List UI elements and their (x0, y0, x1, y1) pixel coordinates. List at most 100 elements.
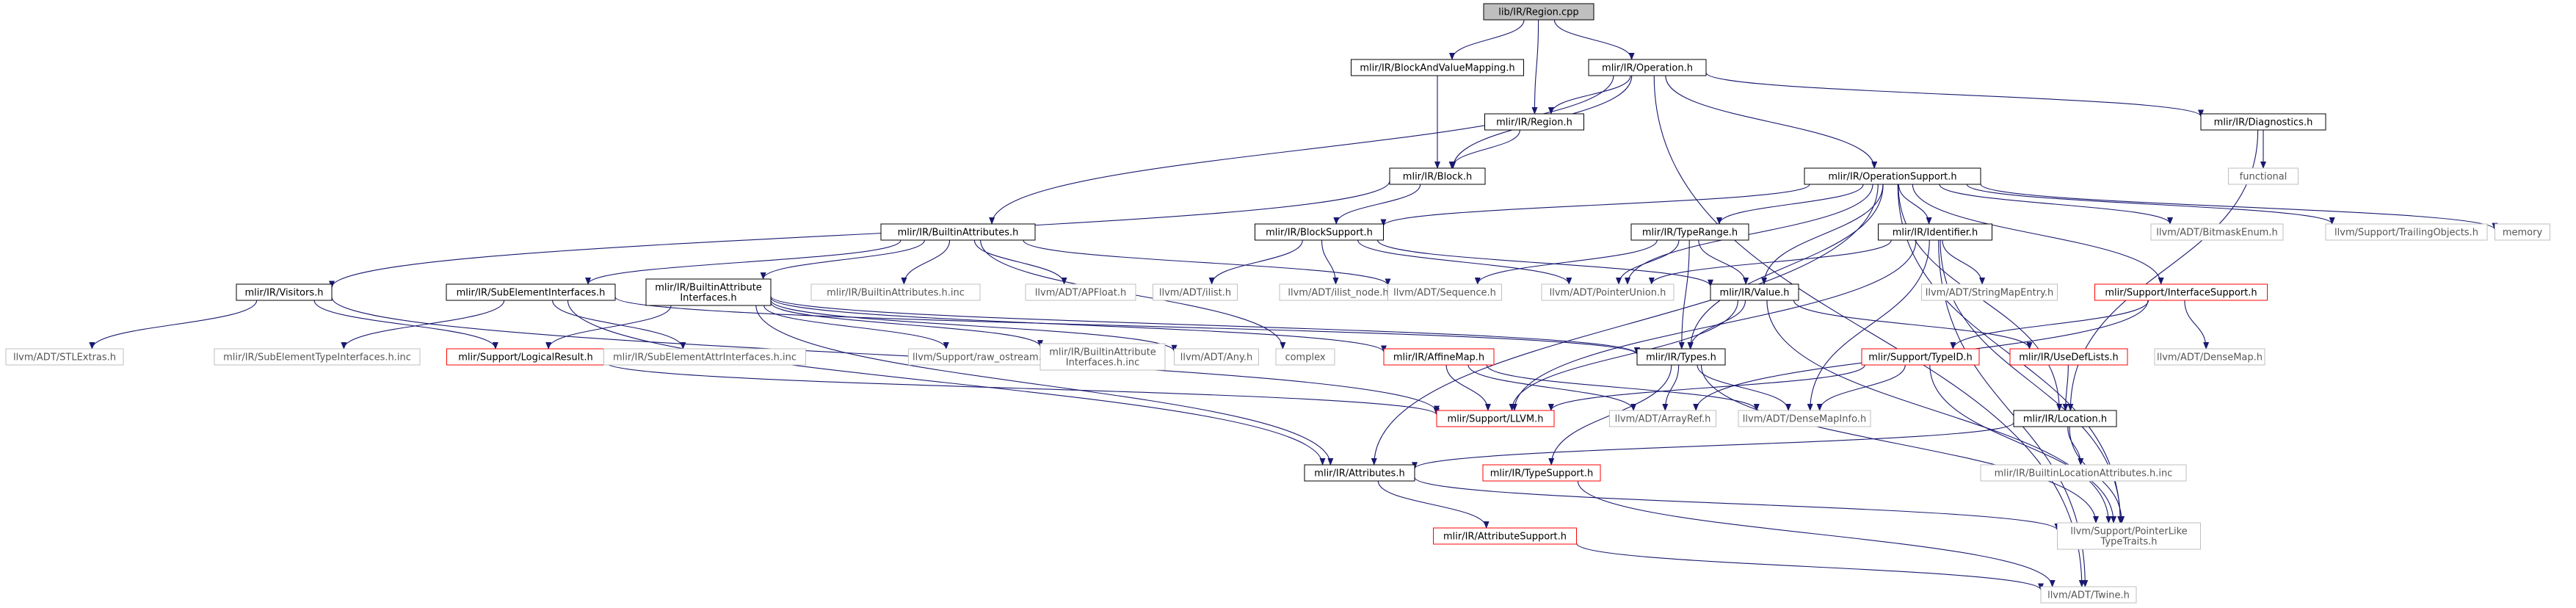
node-builtinattr[interactable]: mlir/IR/BuiltinAttributes.h (880, 223, 1036, 241)
node-region_h[interactable]: mlir/IR/Region.h (1484, 113, 1584, 131)
node-affinemap[interactable]: mlir/IR/AffineMap.h (1383, 348, 1495, 366)
node-label-line: mlir/IR/TypeSupport.h (1490, 468, 1593, 479)
node-operation[interactable]: mlir/IR/Operation.h (1588, 59, 1707, 76)
edge-builtinattr-to-sequence (1023, 239, 1391, 286)
node-trailingobj[interactable]: llvm/Support/TrailingObjects.h (2325, 223, 2488, 241)
node-ilistnode[interactable]: llvm/ADT/ilist_node.h (1279, 283, 1398, 301)
node-label: llvm/Support/TrailingObjects.h (2334, 228, 2478, 239)
node-region_cpp[interactable]: lib/IR/Region.cpp (1483, 3, 1594, 21)
edge-visitors-to-stlextras (89, 300, 258, 350)
node-builtinlocinc[interactable]: mlir/IR/BuiltinLocationAttributes.h.inc (1980, 464, 2187, 482)
node-apfloat[interactable]: llvm/ADT/APFloat.h (1025, 283, 1136, 301)
edge-blocksupport-to-pointerunion (1357, 239, 1572, 285)
edge-location-to-builtinlocinc (2067, 426, 2084, 466)
node-box (2013, 410, 2117, 427)
node-diagnostics[interactable]: mlir/IR/Diagnostics.h (2200, 113, 2326, 131)
node-bavm[interactable]: mlir/IR/BlockAndValueMapping.h (1351, 59, 1524, 76)
node-label-line: llvm/ADT/Twine.h (2047, 590, 2130, 601)
node-label: llvm/ADT/ilist.h (1159, 288, 1231, 299)
node-label-line: mlir/IR/BlockSupport.h (1266, 228, 1373, 239)
edge-operation-to-twine (1653, 75, 2085, 587)
node-subelemtype[interactable]: mlir/IR/SubElementTypeInterfaces.h.inc (214, 348, 421, 366)
node-typerange[interactable]: mlir/IR/TypeRange.h (1630, 223, 1749, 241)
node-box (1482, 464, 1601, 482)
node-attributes[interactable]: mlir/IR/Attributes.h (1304, 464, 1415, 482)
node-stlextras[interactable]: llvm/ADT/STLExtras.h (5, 348, 124, 366)
edge-subelem-to-subelemtype (341, 300, 505, 350)
edge-typeid-to-llvm_h (1548, 364, 1865, 411)
node-value[interactable]: mlir/IR/Value.h (1710, 283, 1799, 301)
node-location[interactable]: mlir/IR/Location.h (2013, 410, 2117, 427)
node-label-line: llvm/ADT/StringMapEntry.h (1926, 288, 2054, 299)
node-label-line: mlir/IR/SubElementAttrInterfaces.h.inc (613, 352, 797, 363)
edge-typerange-to-value (1698, 239, 1749, 285)
node-ilist[interactable]: llvm/ADT/ilist.h (1153, 283, 1238, 301)
node-opsupport[interactable]: mlir/IR/OperationSupport.h (1804, 167, 1981, 185)
node-subelemattr[interactable]: mlir/IR/SubElementAttrInterfaces.h.inc (603, 348, 806, 366)
node-types[interactable]: mlir/IR/Types.h (1636, 348, 1726, 366)
edge-value-to-llvm_h (1509, 300, 1738, 411)
node-typeid[interactable]: mlir/Support/TypeID.h (1861, 348, 1980, 366)
node-label-line: mlir/IR/UseDefLists.h (2019, 352, 2119, 363)
node-label-line: TypeTraits.h (2100, 537, 2157, 548)
node-label-line: llvm/ADT/BitmaskEnum.h (2156, 228, 2277, 239)
node-label: llvm/ADT/BitmaskEnum.h (2156, 228, 2277, 239)
node-box (1483, 3, 1594, 21)
node-usedeflists[interactable]: mlir/IR/UseDefLists.h (2009, 348, 2128, 366)
node-densemap[interactable]: llvm/ADT/DenseMap.h (2154, 348, 2265, 366)
node-any[interactable]: llvm/ADT/Any.h (1174, 348, 1259, 366)
node-box (1738, 410, 1871, 427)
edge-blocksupport-to-value (1377, 239, 1713, 287)
node-arrayref[interactable]: llvm/ADT/ArrayRef.h (1609, 410, 1716, 427)
node-stringmapentry[interactable]: llvm/ADT/StringMapEntry.h (1921, 283, 2058, 301)
edge-identifier-to-pointerunion (1648, 239, 1892, 285)
node-attrsupport[interactable]: mlir/IR/AttributeSupport.h (1433, 527, 1577, 545)
node-label-line: Interfaces.h.inc (1066, 358, 1139, 369)
edge-opsupport-to-value (1761, 184, 1884, 285)
node-box (446, 283, 616, 301)
node-pointerunion[interactable]: llvm/ADT/PointerUnion.h (1541, 283, 1675, 301)
node-densemapinfo[interactable]: llvm/ADT/DenseMapInfo.h (1738, 410, 1871, 427)
node-box (1025, 283, 1136, 301)
node-label-line: functional (2240, 172, 2287, 183)
node-builtinattrinc[interactable]: mlir/IR/BuiltinAttributes.h.inc (810, 283, 981, 301)
node-sequence[interactable]: llvm/ADT/Sequence.h (1387, 283, 1502, 301)
node-box (1588, 59, 1707, 76)
node-functional[interactable]: functional (2228, 167, 2299, 185)
node-ifacesupport[interactable]: mlir/Support/InterfaceSupport.h (2094, 283, 2268, 301)
edge-builtinattrif-to-affinemap (770, 297, 1387, 353)
node-bitmaskenum[interactable]: llvm/ADT/BitmaskEnum.h (2150, 223, 2284, 241)
edge-opsupport-to-ifacesupport (1912, 184, 2164, 285)
node-label: llvm/ADT/DenseMap.h (2157, 352, 2263, 363)
edge-builtinattrif-to-builtinattrifinc (770, 302, 1043, 348)
node-box (2154, 348, 2265, 366)
node-label-line: mlir/IR/Location.h (2023, 414, 2107, 425)
edge-builtinattrif-to-types (770, 296, 1640, 355)
node-label-line: llvm/ADT/Any.h (1180, 352, 1253, 363)
edge-identifier-to-densemapinfo (1807, 239, 1930, 411)
node-logicalresult[interactable]: mlir/Support/LogicalResult.h (446, 348, 605, 366)
node-subelem[interactable]: mlir/IR/SubElementInterfaces.h (446, 283, 616, 301)
node-label: mlir/Support/InterfaceSupport.h (2105, 288, 2257, 299)
node-block[interactable]: mlir/IR/Block.h (1389, 167, 1486, 185)
node-visitors[interactable]: mlir/IR/Visitors.h (236, 283, 333, 301)
node-memory[interactable]: memory (2495, 223, 2550, 241)
node-label: mlir/IR/Visitors.h (244, 288, 323, 299)
node-box (2228, 167, 2299, 185)
node-label-line: llvm/ADT/DenseMap.h (2157, 352, 2263, 363)
node-complex[interactable]: complex (1275, 348, 1335, 366)
node-box (1255, 223, 1384, 241)
node-rawostream[interactable]: llvm/Support/raw_ostream.h (908, 348, 1052, 366)
edge-typerange-to-sequence (1474, 239, 1658, 285)
node-label: mlir/Support/LLVM.h (1448, 414, 1544, 425)
node-label: mlir/IR/Region.h (1496, 117, 1572, 129)
node-blocksupport[interactable]: mlir/IR/BlockSupport.h (1255, 223, 1384, 241)
node-llvm_h[interactable]: mlir/Support/LLVM.h (1436, 410, 1555, 427)
node-twine[interactable]: llvm/ADT/Twine.h (2040, 586, 2137, 604)
node-typesupport[interactable]: mlir/IR/TypeSupport.h (1482, 464, 1601, 482)
node-identifier[interactable]: mlir/IR/Identifier.h (1878, 223, 1992, 241)
